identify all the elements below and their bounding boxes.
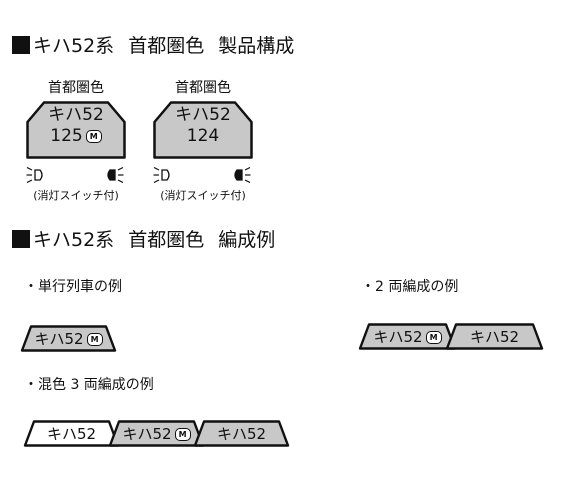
motor-car-icon: M (425, 331, 442, 344)
light-switch-note: (消灯スイッチ付) (33, 189, 119, 202)
formation-car-body (445, 323, 544, 350)
formation-car-label: キハ52 (447, 325, 542, 349)
black-square-icon (12, 230, 30, 248)
formation-car-name: キハ52 (122, 425, 172, 443)
front-car-number: 125 (50, 126, 83, 146)
formation-car-name: キハ52 (46, 425, 97, 443)
formation-car-body (193, 420, 290, 447)
car-front-outline (26, 101, 126, 159)
formation-label-two: ・2 両編成の例 (361, 279, 459, 295)
formation-car-name: キハ52 (216, 425, 267, 443)
light-switch-note: (消灯スイッチ付) (160, 189, 246, 202)
front-series-label: キハ52 (175, 105, 231, 125)
product-car-124: 首都圏色 キハ52 124 (消灯スイッチ付) (153, 77, 253, 207)
heading-suffix: 編成例 (218, 229, 276, 251)
product-caption: 首都圏色 (175, 80, 231, 96)
car-front-outline (153, 101, 253, 159)
section-heading-formations: キハ52系首都圏色編成例 (12, 228, 275, 252)
formation-label-single: ・単行列車の例 (24, 279, 122, 295)
formation-car-name: キハ52 (373, 328, 423, 346)
formation-car-body (23, 420, 120, 447)
heading-series: キハ52系 (33, 229, 115, 251)
heading-color: 首都圏色 (128, 35, 205, 57)
heading-color: 首都圏色 (128, 229, 205, 251)
car-front-view: キハ52 124 (153, 101, 253, 159)
formation-car-label: キハ52 (25, 422, 118, 446)
motor-car-icon: M (174, 428, 191, 441)
taillight-icon (104, 166, 124, 187)
section-heading-products: キハ52系首都圏色製品構成 (12, 34, 294, 58)
motor-car-icon: M (85, 130, 102, 143)
headlight-icon (153, 166, 173, 187)
front-series-label: キハ52 (48, 105, 104, 125)
headlight-icon (26, 166, 46, 187)
heading-suffix: 製品構成 (218, 35, 295, 57)
front-car-number: 124 (186, 126, 220, 146)
formation-car-name: キハ52 (469, 328, 520, 346)
formation-car-name: キハ52 (34, 330, 84, 348)
black-square-icon (12, 36, 30, 54)
product-caption: 首都圏色 (48, 80, 104, 96)
formation-label-mixed: ・混色 3 両編成の例 (24, 377, 154, 393)
formation-car-label: キハ52 (195, 422, 288, 446)
motor-car-icon: M (86, 333, 103, 346)
taillight-icon (231, 166, 251, 187)
heading-series: キハ52系 (33, 35, 115, 57)
